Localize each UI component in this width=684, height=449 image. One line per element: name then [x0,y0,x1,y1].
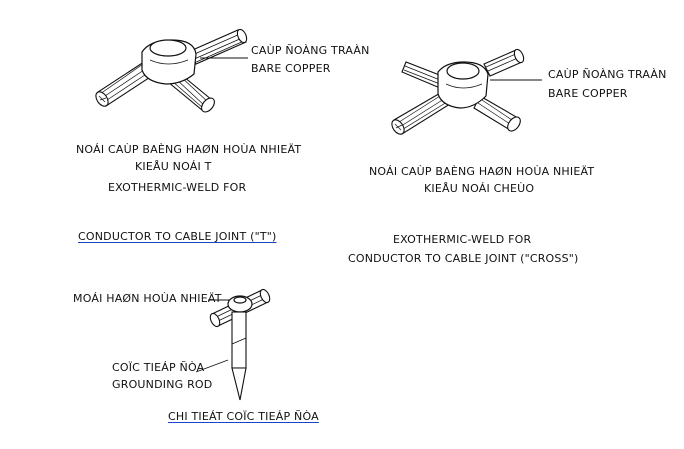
t-joint-callout-en: BARE COPPER [251,62,331,75]
ground-rod-label-en: GROUNDING ROD [112,378,213,391]
t-joint-title-en-1: EXOTHERMIC-WELD FOR [108,181,247,194]
cross-joint-title-en-2: CONDUCTOR TO CABLE JOINT ("CROSS") [348,252,579,265]
cross-joint-title-en-1: EXOTHERMIC-WELD FOR [393,233,532,246]
cross-joint-title-vn-2: KIEÅU NOÁI CHEÙO [424,182,535,195]
t-joint-title-en-2: CONDUCTOR TO CABLE JOINT ("T") [78,230,277,243]
t-joint-title-vn-2: KIEÅU NOÁI T [135,160,212,173]
t-joint-cable-right-upper [187,28,248,65]
ground-rod-leader [195,359,229,373]
cross-joint-weld-hub [437,61,489,109]
t-joint-weld-hub [141,39,197,85]
cross-joint-cable-lower-right [473,95,521,132]
cross-joint-cable-upper-right [483,48,525,77]
ground-rod-caption-text: CHI TIEÁT COÏC TIEÁP ÑÒA [168,410,319,423]
ground-rod-shaft [231,311,247,401]
t-joint-title-en-2-text: CONDUCTOR TO CABLE JOINT ("T") [78,230,277,243]
cross-joint-callout-vn: CAÙP ÑOÀNG TRAÀN [548,68,667,81]
ground-rod-weld-label: MOÁI HAØN HOÙA NHIEÄT [73,292,222,305]
ground-rod-caption: CHI TIEÁT COÏC TIEÁP ÑÒA [168,410,319,423]
cross-joint-title-vn-1: NOÁI CAÙP BAÈNG HAØN HOÙA NHIEÄT [369,165,595,178]
cross-joint-callout-en: BARE COPPER [548,87,628,100]
t-joint-title-vn-1: NOÁI CAÙP BAÈNG HAØN HOÙA NHIEÄT [76,143,302,156]
ground-rod-weld [227,295,253,313]
ground-rod-label-vn: COÏC TIEÁP ÑÒA [112,361,204,374]
ground-rod-label-vn-text: COÏC TIEÁP ÑÒA [112,361,205,374]
t-joint-callout-vn: CAÙP ÑOÀNG TRAÀN [251,44,370,57]
